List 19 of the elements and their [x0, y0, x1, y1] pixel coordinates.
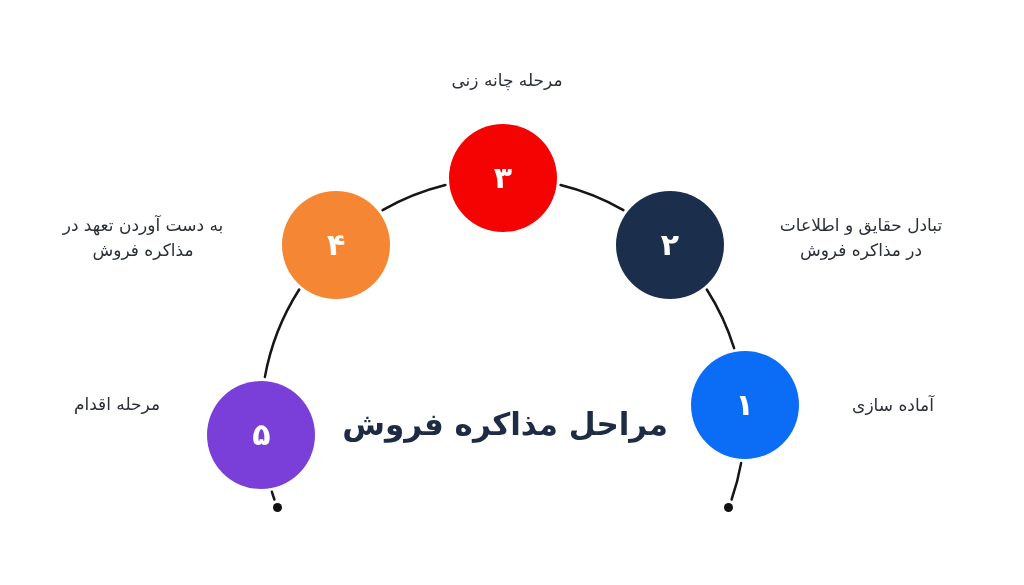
end-dot	[272, 503, 282, 512]
step-number: ۳	[493, 163, 513, 193]
step-label: به دست آوردن تعهد در مذاکره فروش	[61, 214, 225, 262]
connector-line	[263, 288, 301, 379]
connector-line	[381, 183, 447, 212]
step-label: آماده سازی	[852, 393, 934, 417]
step-label: تبادل حقایق و اطلاعات در مذاکره فروش	[779, 214, 943, 262]
step-label: مرحله اقدام	[73, 392, 161, 416]
connector-line	[270, 490, 276, 501]
title: مراحل مذاکره فروش	[342, 406, 668, 442]
step-number: ۵	[252, 419, 271, 450]
end-dot	[724, 503, 734, 512]
step-number: ۲	[660, 229, 680, 260]
step-number: ۴	[326, 229, 346, 260]
step-label: مرحله چانه زنی	[451, 68, 563, 93]
connector-line	[730, 461, 743, 501]
connector-line	[705, 288, 736, 350]
connector-line	[559, 183, 625, 212]
step-number: ۱	[735, 390, 754, 421]
